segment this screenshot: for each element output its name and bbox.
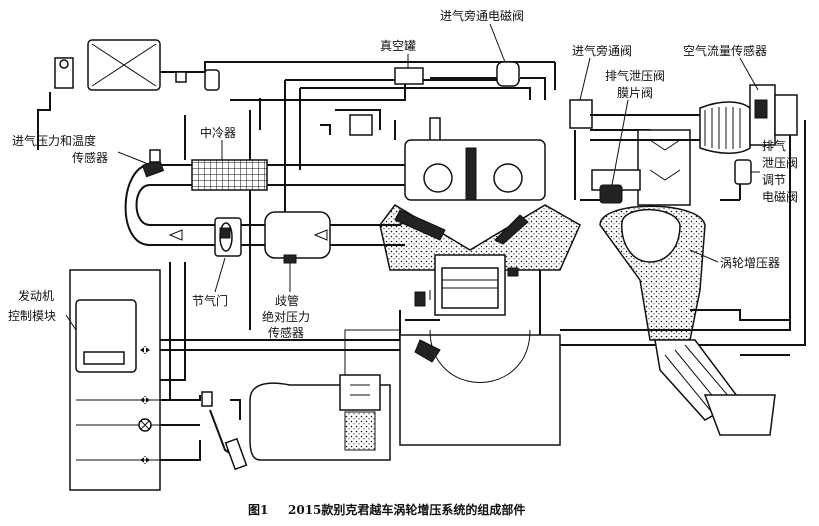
accelerator-pedal — [201, 391, 248, 471]
intake-to-turbo — [590, 84, 798, 154]
label-intake-pt-sensor-2: 传感器 — [72, 150, 108, 165]
caption-title: 2015款别克君越车涡轮增压系统的组成部件 — [288, 502, 525, 517]
ecm-arrow-3 — [140, 456, 150, 464]
top-connectors — [175, 61, 593, 143]
label-ecm-1: 发动机 — [18, 288, 54, 303]
label-map-sensor-2: 绝对压力 — [262, 309, 310, 324]
intercooler-core — [191, 159, 268, 191]
label-turbocharger: 涡轮增压器 — [720, 256, 780, 270]
engine-block — [379, 139, 581, 446]
engine-sensors — [414, 291, 441, 363]
intake-duct — [124, 164, 411, 259]
label-wastegate-solenoid-2: 泄压阀 — [762, 156, 798, 170]
label-maf-sensor: 空气流量传感器 — [683, 43, 767, 58]
label-wastegate-solenoid-4: 电磁阀 — [762, 189, 798, 204]
wastegate-solenoid — [734, 159, 752, 185]
air-filter-box — [54, 39, 161, 91]
ecm-box — [69, 269, 161, 491]
label-map-sensor-1: 歧管 — [275, 293, 299, 308]
exhaust-turbo — [591, 129, 776, 436]
label-bypass-solenoid: 进气旁通电磁阀 — [440, 8, 524, 23]
label-vacuum-tank: 真空罐 — [380, 39, 416, 53]
ecm-arrow-1 — [140, 346, 150, 354]
label-intercooler: 中冷器 — [200, 125, 236, 140]
label-bypass-valve: 进气旁通阀 — [572, 43, 632, 58]
map-sensor — [283, 254, 297, 264]
ecm-arrow-2 — [140, 396, 150, 404]
label-wastegate-diaphragm-1: 排气泄压阀 — [605, 68, 665, 83]
label-wastegate-solenoid-3: 调节 — [762, 173, 786, 187]
label-wastegate-solenoid-1: 排气 — [762, 138, 786, 153]
label-intake-pt-sensor-1: 进气压力和温度 — [12, 133, 96, 148]
label-ecm-2: 控制模块 — [8, 309, 56, 323]
label-throttle: 节气门 — [192, 293, 228, 308]
label-wastegate-diaphragm-2: 膜片阀 — [617, 86, 653, 100]
caption-number: 图1 — [248, 503, 268, 517]
throttle-body — [214, 217, 242, 257]
fuel-tank — [249, 374, 391, 461]
label-map-sensor-3: 传感器 — [268, 325, 304, 340]
